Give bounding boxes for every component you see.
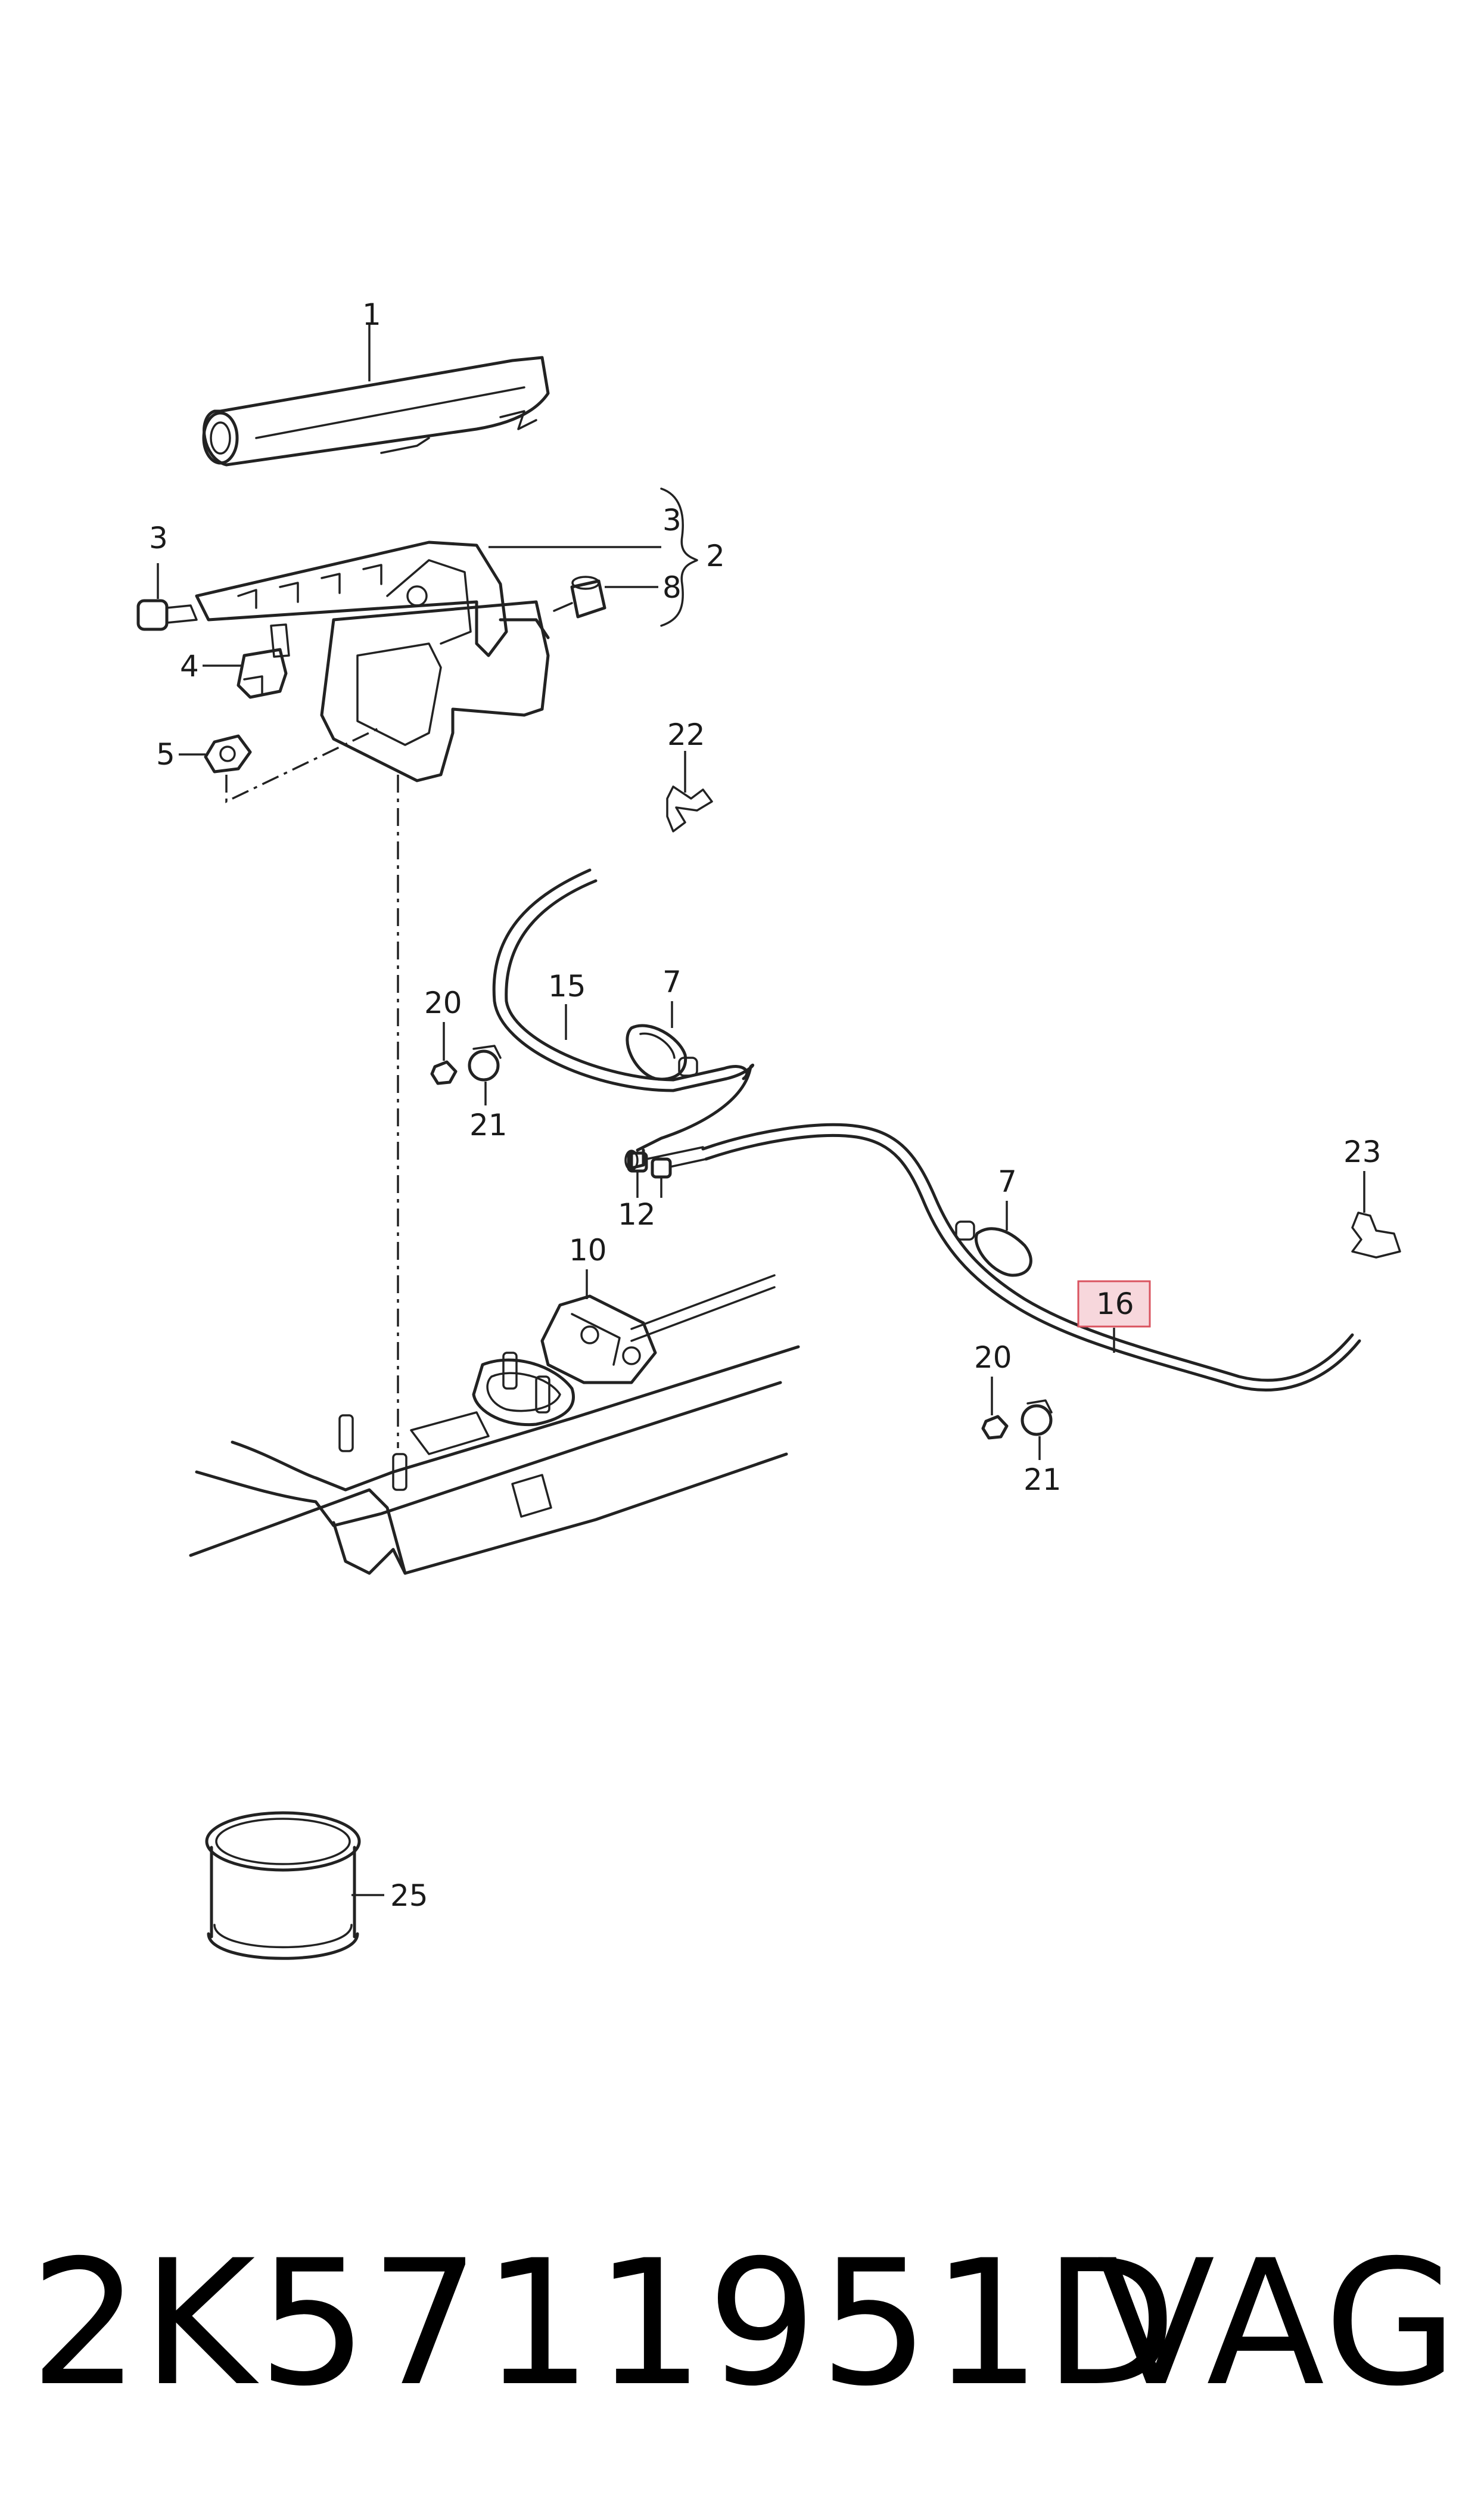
callout-5: 5 (156, 737, 175, 772)
callout-23: 23 (1343, 1135, 1382, 1169)
handbrake-lever-part (195, 541, 550, 782)
footer: 2K5711951D VAG (24, 2217, 1460, 2431)
handbrake-grip-part (202, 356, 550, 467)
brand-label: VAG (1097, 2223, 1460, 2424)
part-number: 2K5711951D (30, 2223, 1180, 2424)
callout-22: 22 (667, 718, 705, 752)
bushing-part (553, 576, 606, 619)
brake-cable-part-15 (492, 868, 755, 1171)
highlight-box-16 (1077, 1280, 1151, 1328)
callout-10: 10 (569, 1233, 607, 1268)
clip-part-upper (666, 785, 713, 833)
clip-part-lower (1351, 1212, 1401, 1259)
nut-clamp-part-upper (430, 1045, 502, 1085)
switch-part (237, 623, 290, 699)
callout-20-upper: 20 (424, 986, 462, 1020)
cable-end-fittings-part (627, 1146, 707, 1179)
callout-7-upper: 7 (662, 965, 682, 999)
brake-cable-part-16 (701, 1123, 1361, 1391)
callout-1: 1 (362, 297, 381, 332)
callout-3-cap: 3 (149, 521, 168, 555)
grommet-part-lower (955, 1220, 1032, 1277)
end-cap-part (136, 599, 198, 631)
nut-clamp-part-lower (981, 1399, 1053, 1440)
callout-25: 25 (390, 1878, 428, 1913)
grommet-part-upper (626, 1024, 698, 1081)
callout-7-lower: 7 (998, 1164, 1017, 1199)
callout-4: 4 (180, 649, 199, 684)
callout-3-lever: 3 (662, 503, 682, 538)
callout-2: 2 (706, 539, 725, 573)
callout-15: 15 (548, 969, 586, 1004)
callout-21-lower: 21 (1023, 1462, 1062, 1497)
floor-pan-part (189, 1274, 800, 1575)
callout-16: 16 (1096, 1287, 1134, 1321)
hex-nut-part (204, 734, 252, 774)
callout-21-upper: 21 (469, 1108, 508, 1142)
sleeve-part (205, 1811, 361, 1960)
callout-8: 8 (662, 570, 682, 605)
callout-20-lower: 20 (974, 1340, 1012, 1375)
callout-12: 12 (618, 1197, 656, 1232)
mounting-bracket-part (540, 1294, 657, 1384)
